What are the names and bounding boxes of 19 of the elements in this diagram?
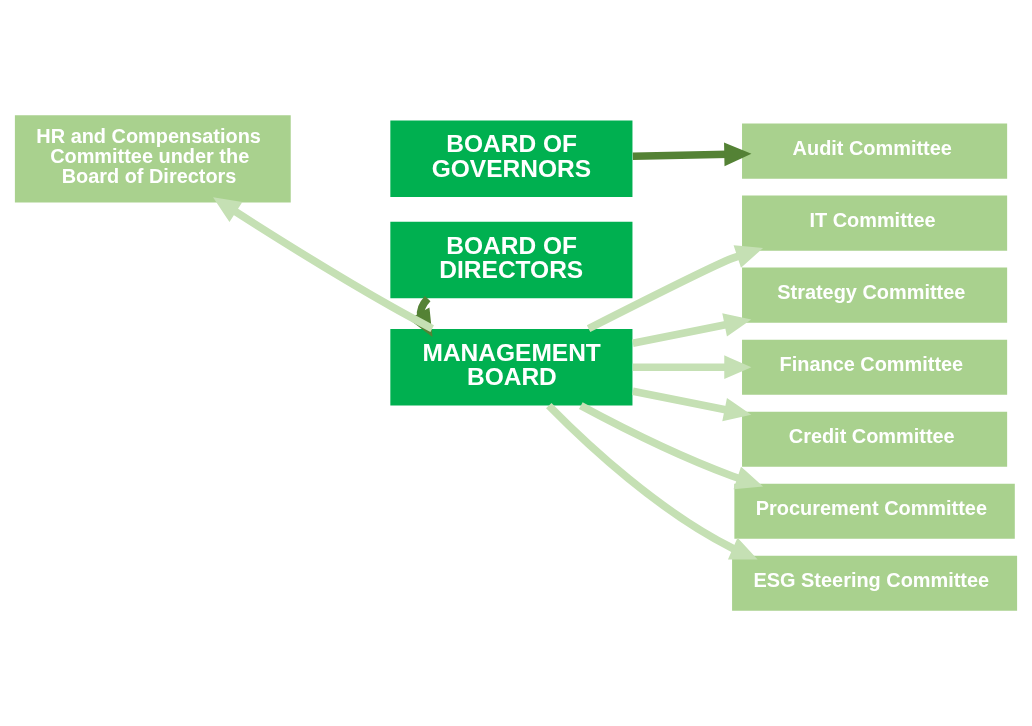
arrow — [632, 387, 752, 422]
node-box: HR and Compensations Committee under the Board of Directors — [14, 115, 291, 203]
arrow — [632, 313, 752, 347]
node-box: BOARD OF GOVERNORS — [390, 120, 633, 198]
node-box: IT Committee — [742, 195, 1008, 251]
node-box: Strategy Committee — [742, 267, 1008, 323]
node-box: ESG Steering Committee — [732, 555, 1018, 611]
arrow — [632, 142, 752, 167]
arrow — [632, 355, 752, 380]
node-box: BOARD OF DIRECTORS — [390, 221, 633, 299]
node-box: Procurement Committee — [734, 483, 1015, 539]
node-box: Credit Committee — [742, 411, 1008, 467]
node-box: Finance Committee — [742, 339, 1008, 395]
arrow — [586, 245, 764, 333]
arrow — [213, 197, 434, 332]
node-box: MANAGEMENT BOARD — [390, 328, 633, 406]
arrow — [546, 402, 758, 560]
arrow — [579, 402, 764, 490]
node-box: Audit Committee — [742, 123, 1008, 179]
